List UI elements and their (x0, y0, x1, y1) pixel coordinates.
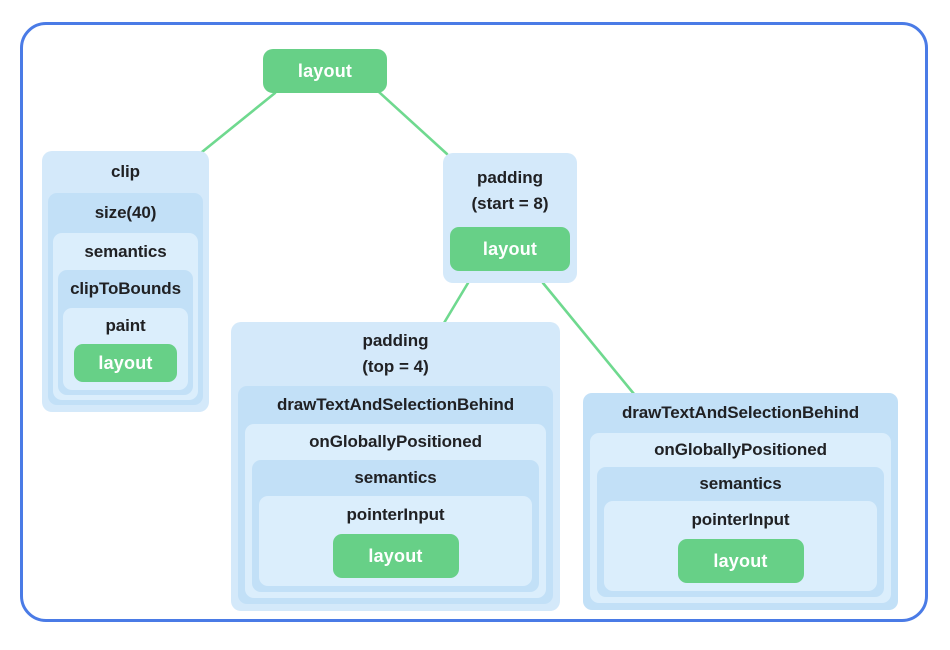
node-pointerinput-right: pointerInput layout (604, 501, 877, 591)
node-paint-label: paint (105, 316, 146, 335)
node-semantics-right: semantics pointerInput layout (597, 467, 884, 597)
padding-top-line2: (top = 4) (362, 357, 429, 376)
node-paint: paint layout (63, 308, 188, 390)
node-pointerinput-middle: pointerInput layout (259, 496, 532, 586)
node-ongloballypositioned-middle-label: onGloballyPositioned (309, 432, 482, 451)
node-layout-leaf-middle-label: layout (368, 545, 423, 566)
node-padding-start-label: padding (start = 8) (443, 165, 577, 217)
node-semantics-left-label: semantics (84, 241, 167, 261)
node-size40: size(40) semantics clipToBounds paint la… (48, 193, 203, 405)
node-cliptobounds-label: clipToBounds (70, 279, 181, 298)
node-layout-leaf-left: layout (74, 344, 177, 382)
node-layout-leaf-left-label: layout (98, 352, 153, 373)
node-pointerinput-middle-label: pointerInput (346, 505, 445, 524)
node-padding-top: padding (top = 4) drawTextAndSelectionBe… (231, 322, 560, 611)
padding-top-line1: padding (362, 331, 429, 350)
node-clip-label: clip (111, 162, 140, 181)
node-layout-leaf-right: layout (677, 539, 804, 583)
node-layout-root-label: layout (297, 60, 353, 81)
node-drawtext-middle-label: drawTextAndSelectionBehind (276, 395, 514, 414)
node-ongloballypositioned-right: onGloballyPositioned semantics pointerIn… (590, 433, 891, 603)
node-pointerinput-right-label: pointerInput (691, 510, 790, 529)
node-cliptobounds: clipToBounds paint layout (58, 270, 193, 395)
padding-start-line1: padding (476, 168, 544, 187)
node-semantics-middle-label: semantics (354, 468, 437, 487)
node-padding-start: padding (start = 8) layout (443, 153, 577, 283)
node-size40-label: size(40) (94, 203, 157, 222)
node-semantics-middle: semantics pointerInput layout (252, 460, 539, 592)
node-layout-leaf-padding-start: layout (450, 227, 570, 271)
node-drawtext-right: drawTextAndSelectionBehind onGloballyPos… (583, 393, 898, 610)
node-padding-top-label: padding (top = 4) (238, 322, 553, 386)
node-layout-root: layout (263, 49, 387, 93)
node-layout-leaf-middle: layout (332, 534, 459, 578)
node-drawtext-middle: drawTextAndSelectionBehind onGloballyPos… (238, 386, 553, 604)
node-ongloballypositioned-middle: onGloballyPositioned semantics pointerIn… (245, 424, 546, 598)
node-drawtext-right-label: drawTextAndSelectionBehind (621, 403, 859, 422)
node-layout-leaf-right-label: layout (713, 550, 768, 571)
node-semantics-left: semantics clipToBounds paint layout (53, 233, 198, 400)
node-layout-leaf-padding-start-label: layout (482, 238, 538, 259)
node-ongloballypositioned-right-label: onGloballyPositioned (654, 440, 827, 459)
node-semantics-right-label: semantics (699, 474, 782, 493)
node-clip: clip size(40) semantics clipToBounds pai… (42, 151, 209, 412)
padding-start-line2: (start = 8) (471, 194, 549, 213)
